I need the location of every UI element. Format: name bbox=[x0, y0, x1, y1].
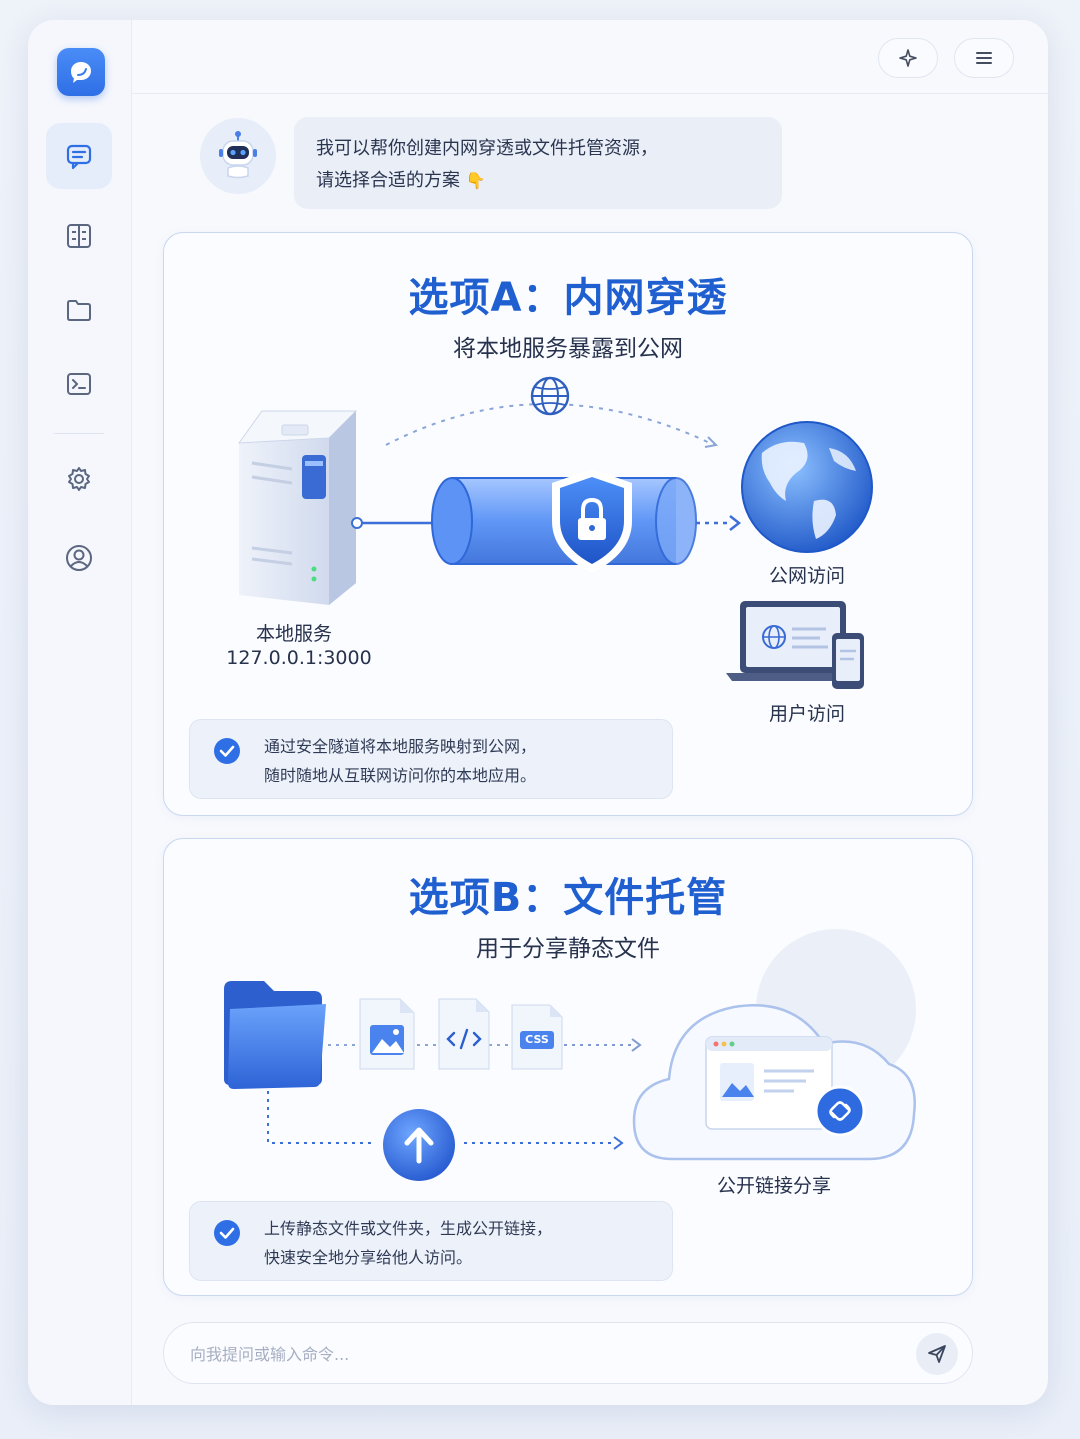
public-link-share-label: 公开链接分享 bbox=[716, 1175, 831, 1197]
option-b-note-line2: 快速安全地分享给他人访问。 bbox=[264, 1248, 473, 1267]
folder-icon-large bbox=[224, 981, 326, 1089]
sidebar bbox=[28, 20, 132, 1405]
globe-icon bbox=[741, 421, 873, 553]
code-file-icon bbox=[438, 998, 490, 1070]
assistant-avatar bbox=[200, 118, 276, 194]
menu-button[interactable] bbox=[954, 38, 1014, 78]
assistant-message-line1: 我可以帮你创建内网穿透或文件托管资源， bbox=[316, 138, 658, 159]
chat-bubble-logo-icon bbox=[71, 62, 91, 83]
sidebar-item-files[interactable] bbox=[46, 277, 112, 343]
check-circle-icon bbox=[214, 738, 240, 764]
robot-icon bbox=[219, 131, 257, 179]
check-circle-icon bbox=[214, 1220, 240, 1246]
sidebar-item-chat[interactable] bbox=[46, 123, 112, 189]
app-window: 我可以帮你创建内网穿透或文件托管资源， 请选择合适的方案 👇 选项A：内网穿透 … bbox=[28, 20, 1048, 1405]
option-b-title: 选项B：文件托管 bbox=[408, 875, 728, 921]
local-service-label: 本地服务 bbox=[255, 623, 332, 645]
option-b-note-line1: 上传静态文件或文件夹，生成公开链接， bbox=[264, 1219, 553, 1238]
assistant-message-line2-row: 请选择合适的方案 👇 bbox=[316, 165, 760, 197]
option-b-description: 上传静态文件或文件夹，生成公开链接， 快速安全地分享给他人访问。 bbox=[189, 1201, 673, 1281]
user-icon bbox=[66, 545, 92, 571]
cloud-share-icon bbox=[632, 1003, 916, 1161]
option-a-description-text: 通过安全隧道将本地服务映射到公网， 随时随地从互联网访问你的本地应用。 bbox=[264, 732, 536, 790]
sidebar-item-account[interactable] bbox=[46, 525, 112, 591]
globe-small-icon bbox=[530, 376, 570, 416]
top-bar bbox=[132, 20, 1048, 94]
sidebar-divider bbox=[54, 433, 104, 434]
css-tag: CSS bbox=[525, 1033, 549, 1046]
css-file-icon bbox=[511, 1004, 563, 1070]
chat-icon bbox=[66, 144, 92, 170]
option-b-description-text: 上传静态文件或文件夹，生成公开链接， 快速安全地分享给他人访问。 bbox=[264, 1214, 552, 1272]
folder-icon bbox=[67, 300, 91, 321]
option-a-card[interactable]: 选项A：内网穿透 将本地服务暴露到公网 bbox=[163, 232, 973, 816]
option-a-note-line2: 随时随地从互联网访问你的本地应用。 bbox=[264, 766, 537, 785]
option-a-subtitle: 将本地服务暴露到公网 bbox=[453, 336, 683, 362]
tunnel-illustration bbox=[237, 376, 873, 689]
image-file-icon bbox=[359, 998, 415, 1070]
sidebar-item-terminal[interactable] bbox=[46, 351, 112, 417]
sidebar-item-settings[interactable] bbox=[46, 446, 112, 512]
file-hosting-illustration bbox=[224, 929, 916, 1181]
option-b-card[interactable]: 选项B：文件托管 用于分享静态文件 bbox=[163, 838, 973, 1296]
sparkle-icon bbox=[899, 49, 917, 67]
sparkle-button[interactable] bbox=[878, 38, 938, 78]
gear-icon bbox=[68, 467, 90, 491]
app-logo[interactable] bbox=[57, 48, 105, 96]
send-icon bbox=[928, 1345, 946, 1363]
server-icon bbox=[237, 410, 358, 605]
dashboard-icon bbox=[67, 224, 91, 248]
pointing-down-emoji: 👇 bbox=[465, 171, 486, 190]
sidebar-item-dashboard[interactable] bbox=[46, 203, 112, 269]
assistant-message: 我可以帮你创建内网穿透或文件托管资源， 请选择合适的方案 👇 bbox=[294, 117, 782, 209]
upload-icon bbox=[383, 1109, 455, 1181]
send-button[interactable] bbox=[916, 1333, 958, 1375]
menu-icon bbox=[976, 52, 992, 64]
local-address: 127.0.0.1:3000 bbox=[226, 647, 372, 669]
laptop-phone-icon bbox=[726, 601, 864, 689]
lock-shield-icon bbox=[552, 469, 632, 573]
option-b-subtitle: 用于分享静态文件 bbox=[476, 936, 660, 962]
option-a-title: 选项A：内网穿透 bbox=[408, 275, 728, 321]
chat-input[interactable] bbox=[190, 1339, 870, 1369]
terminal-icon bbox=[67, 373, 91, 395]
chat-input-bar bbox=[163, 1322, 973, 1384]
option-a-note-line1: 通过安全隧道将本地服务映射到公网， bbox=[264, 737, 537, 756]
assistant-message-line2: 请选择合适的方案 bbox=[316, 170, 460, 191]
user-access-label: 用户访问 bbox=[768, 703, 845, 725]
option-a-description: 通过安全隧道将本地服务映射到公网， 随时随地从互联网访问你的本地应用。 bbox=[189, 719, 673, 799]
public-access-label: 公网访问 bbox=[768, 565, 845, 587]
